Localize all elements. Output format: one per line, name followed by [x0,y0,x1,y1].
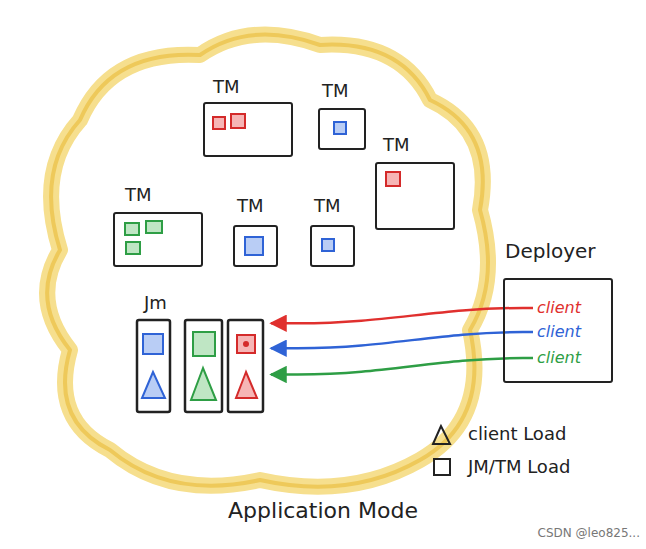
taskmanager-frame [310,225,355,267]
node-heading: Jm [144,292,167,314]
taskmanager-box: TM [318,80,366,150]
node-heading: TM [213,76,240,98]
legend-text: client Load [468,422,566,446]
taskmanager-box: TM [113,184,203,267]
taskmanager-frame [318,108,366,150]
client-connector [271,358,533,375]
deployer-box: Deployer client client client [503,240,613,383]
taskmanager-frame [375,162,455,230]
legend-entry: JM/TM Load [468,455,570,479]
client-label: client [537,348,581,368]
cloud-outline [47,35,488,487]
taskmanager-frame [233,225,278,267]
node-heading: TM [383,134,410,156]
jm-slots [137,320,263,412]
taskmanager-frame [113,212,203,267]
taskmanager-frame [203,102,293,157]
node-heading: TM [237,195,264,217]
legend-square-sample [434,459,450,475]
cloud-outline-inner [47,35,488,487]
client-connector [271,308,533,323]
taskmanager-box: TM [310,195,355,267]
tm-loads [125,114,400,255]
client-label: client [537,322,581,342]
node-heading: Deployer [505,240,596,262]
taskmanager-box: TM [375,134,455,230]
client-node: client [537,322,581,342]
legend-triangle-sample [433,426,450,444]
client-node: client [537,348,581,368]
client-label: client [537,298,581,318]
client-node: client [537,298,581,318]
watermark: CSDN @leo825... [538,526,640,540]
taskmanager-box: TM [203,76,293,157]
legend-text: JM/TM Load [468,455,570,479]
taskmanager-box: TM [233,195,278,267]
node-heading: TM [314,195,341,217]
jobmanager-node: Jm [132,292,268,417]
node-heading: TM [125,184,152,206]
node-heading: TM [322,80,349,102]
caption: Application Mode [0,498,646,523]
legend-entry: client Load [468,422,566,446]
jm-loads [142,332,257,400]
client-connector [271,332,533,348]
